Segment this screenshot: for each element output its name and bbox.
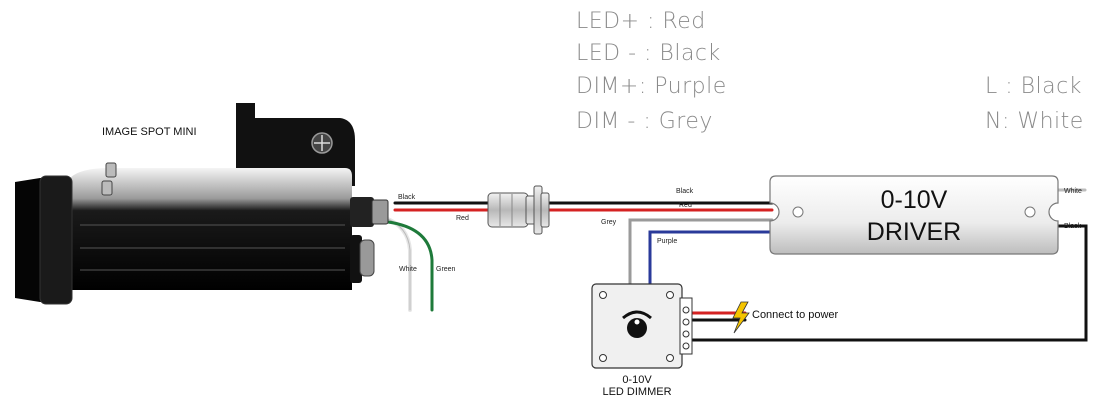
power-label: Connect to power — [752, 309, 839, 321]
label-black-fixture: Black — [398, 194, 416, 201]
cable-gland — [371, 199, 389, 225]
label-white-out: White — [1064, 188, 1082, 195]
lightning-bolt-icon — [732, 301, 750, 334]
green-wire — [386, 220, 434, 312]
legend-line: L : Black — [985, 74, 1082, 99]
white-wire-edge — [384, 217, 411, 311]
mounting-bracket — [236, 103, 355, 186]
dimmer-line2: LED DIMMER — [602, 386, 671, 398]
inline-connector — [487, 185, 550, 235]
driver-line1: 0-10V — [881, 186, 948, 214]
grey-wire — [628, 218, 774, 290]
legend-dim-plus: DIM+: Purple — [576, 74, 727, 99]
lower-knob-icon — [359, 239, 375, 277]
top-knob-icon — [105, 162, 117, 178]
fixture-body — [70, 168, 352, 290]
white-wire — [383, 216, 412, 312]
label-red-fixture: Red — [456, 215, 469, 222]
legend-led-plus: LED+ : Red — [576, 9, 706, 34]
label-green-fixture: Green — [436, 266, 456, 273]
label-grey: Grey — [601, 219, 617, 226]
driver-case — [769, 175, 1059, 255]
legend-led-minus: LED - : Black — [576, 41, 721, 66]
wire-color-legend: LED+ : Red LED - : Black DIM+: Purple DI… — [576, 9, 1084, 134]
dimmer-unit: 0-10V LED DIMMER — [591, 283, 693, 398]
wire-labels: Black Red White Green Black Red Grey Pur… — [398, 188, 1082, 321]
dimmer-line1: 0-10V — [622, 374, 652, 386]
dimmer-knob-icon — [627, 318, 647, 338]
label-white-fixture: White — [399, 266, 417, 273]
label-black-driver: Black — [676, 188, 694, 195]
black-out-wire — [688, 224, 1088, 342]
driver-unit: 0-10V DRIVER — [769, 175, 1059, 255]
purple-wire — [648, 230, 774, 290]
spot-fixture — [15, 103, 389, 305]
legend-dim-minus: DIM - : Grey — [576, 109, 713, 134]
wires — [383, 188, 1088, 342]
fixture-label: IMAGE SPOT MINI — [102, 126, 197, 138]
label-red-driver: Red — [679, 202, 692, 209]
label-black-out: Black — [1064, 223, 1082, 230]
label-purple: Purple — [657, 238, 677, 245]
legend-neutral: N: White — [985, 109, 1084, 134]
driver-line2: DRIVER — [867, 218, 961, 246]
top-knob-2-icon — [101, 180, 113, 196]
